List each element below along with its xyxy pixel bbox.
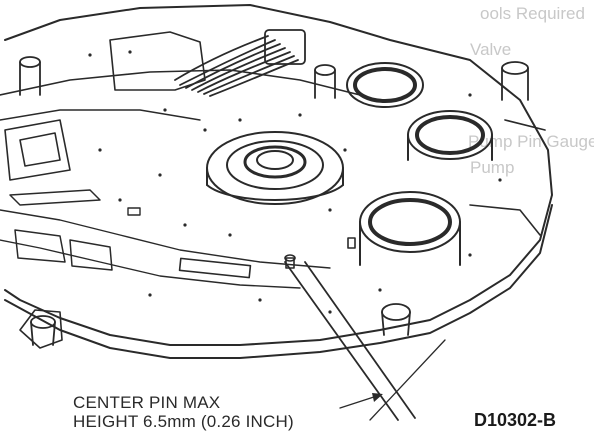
callout-line-2: HEIGHT 6.5mm (0.26 INCH): [73, 412, 294, 431]
posts: [19, 56, 529, 101]
bolt-holes: [88, 50, 502, 314]
lower-bosses: [30, 303, 411, 346]
separator-edge: [0, 69, 361, 96]
plate-edge: [4, 204, 553, 359]
bore-large: [359, 191, 461, 266]
lower-tabs: [19, 309, 63, 349]
slot-2: [178, 257, 252, 279]
rib-2: [0, 209, 331, 269]
bore-top: [346, 62, 424, 108]
rib-1: [0, 109, 201, 121]
left-slots: [9, 189, 113, 271]
bleed-text-3: Pump Pin Gauge: [468, 132, 594, 151]
right-edge: [469, 119, 546, 236]
figure-id: D10302-B: [474, 410, 557, 430]
callout-line-1: CENTER PIN MAX: [73, 393, 221, 412]
wire-harness: [174, 35, 299, 97]
harness-connector: [264, 29, 306, 65]
bore-middle: [407, 110, 493, 161]
bleed-text-1: ools Required: [480, 4, 585, 23]
pump-boss: [206, 131, 344, 205]
callout-arrowhead: [372, 393, 383, 402]
bracket: [109, 31, 206, 91]
plate-outline: [4, 4, 553, 346]
rib-3: [0, 239, 301, 289]
left-grid: [4, 119, 71, 181]
small-pins: [284, 237, 356, 269]
bleed-text-2: Valve: [470, 40, 512, 59]
bleed-text-4: Pump: [470, 158, 515, 177]
slot-1: [127, 207, 141, 216]
callout-label: CENTER PIN MAX HEIGHT 6.5mm (0.26 INCH): [73, 393, 294, 431]
